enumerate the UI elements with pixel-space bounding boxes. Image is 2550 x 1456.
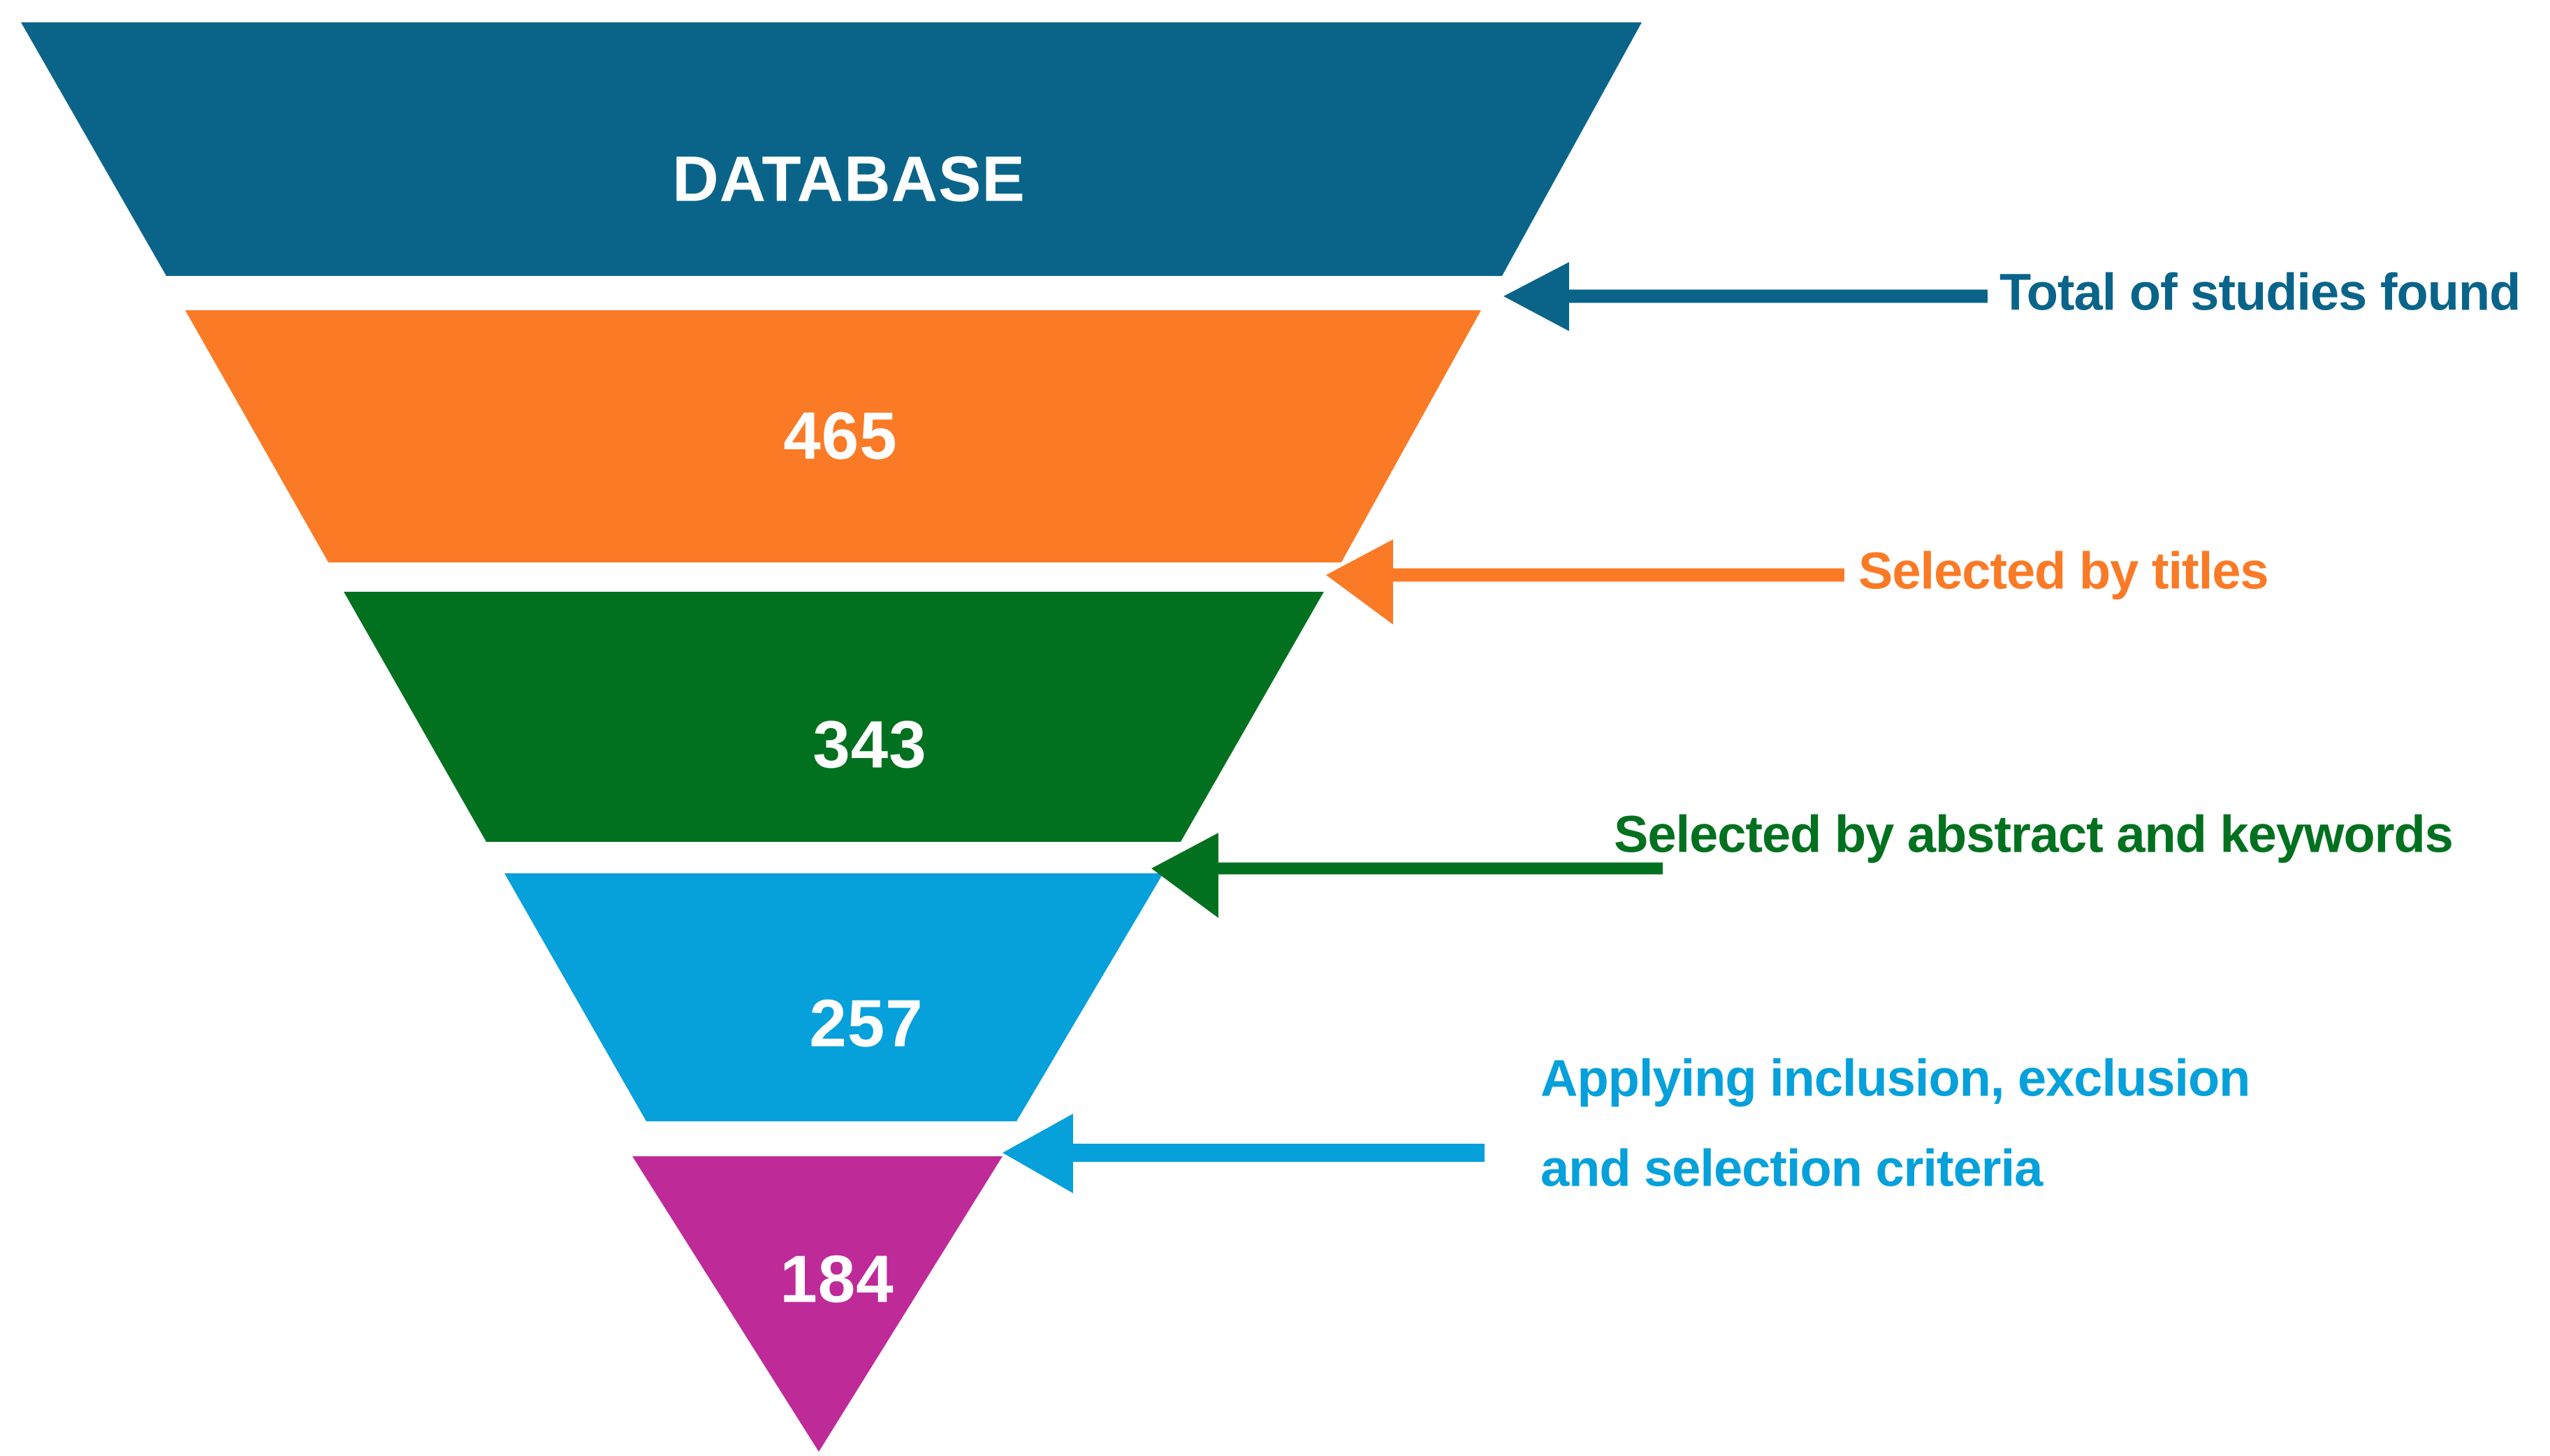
arrow-teal (1503, 262, 1988, 331)
callout-applying-criteria: Applying inclusion, exclusion and select… (1003, 1049, 2250, 1197)
arrow-teal-head (1503, 262, 1569, 331)
arrow-green (1151, 833, 1663, 918)
funnel-segment-257-shape[interactable] (504, 873, 1163, 1121)
callout-total-studies-found-label: Total of studies found (1999, 263, 2520, 321)
arrow-blue-head (1003, 1114, 1073, 1193)
callout-selected-by-titles-label: Selected by titles (1858, 542, 2268, 600)
arrow-orange-head (1326, 539, 1393, 625)
funnel-segment-184-shape[interactable] (632, 1156, 1003, 1452)
callout-selected-by-abstract-and-keywords-label: Selected by abstract and keywords (1614, 806, 2453, 864)
funnel-segment-465-value: 465 (783, 398, 897, 473)
funnel-segment-184[interactable]: 184 (632, 1156, 1003, 1452)
funnel-segment-257[interactable]: 257 (504, 873, 1163, 1121)
funnel-segment-465-shape[interactable] (185, 310, 1481, 562)
callout-selected-by-abstract-and-keywords: Selected by abstract and keywords (1151, 806, 2454, 918)
arrow-orange (1326, 539, 1844, 625)
funnel-segment-343-shape[interactable] (344, 592, 1324, 842)
funnel-segment-343[interactable]: 343 (344, 592, 1324, 842)
funnel-segment-343-value: 343 (813, 707, 926, 782)
arrow-blue (1003, 1114, 1485, 1193)
callout-applying-criteria-line1: Applying inclusion, exclusion (1540, 1049, 2250, 1107)
arrow-green-head (1151, 833, 1218, 918)
funnel-segment-database-shape[interactable] (21, 22, 1642, 276)
funnel-segment-184-value: 184 (780, 1242, 894, 1316)
funnel-segment-database-label: DATABASE (672, 143, 1025, 214)
funnel-segment-257-value: 257 (809, 986, 923, 1061)
funnel-segment-465[interactable]: 465 (185, 310, 1481, 562)
callout-total-studies-found: Total of studies found (1503, 262, 2521, 331)
callout-selected-by-titles: Selected by titles (1326, 539, 2269, 625)
callout-applying-criteria-line2: and selection criteria (1540, 1140, 2043, 1197)
funnel-segment-database[interactable]: DATABASE (21, 22, 1642, 276)
